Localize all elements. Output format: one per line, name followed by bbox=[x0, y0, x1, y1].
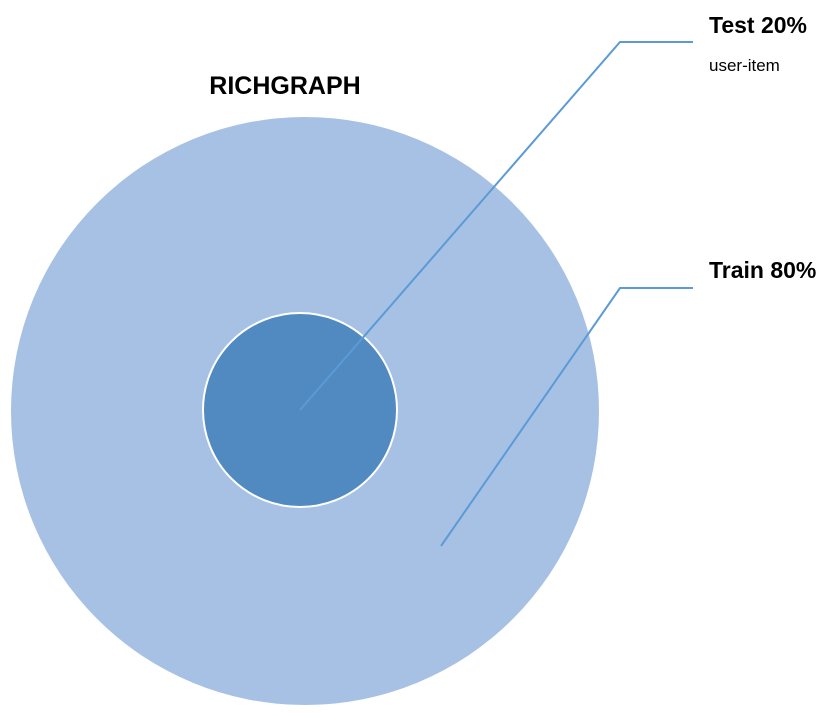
test-sublabel: user-item bbox=[709, 56, 780, 75]
test-leader-line bbox=[299, 41, 693, 411]
train-label: Train 80% bbox=[709, 257, 816, 283]
test-label: Test 20% bbox=[709, 12, 807, 38]
diagram-title: RICHGRAPH bbox=[209, 72, 360, 100]
train-leader-line bbox=[440, 287, 693, 547]
